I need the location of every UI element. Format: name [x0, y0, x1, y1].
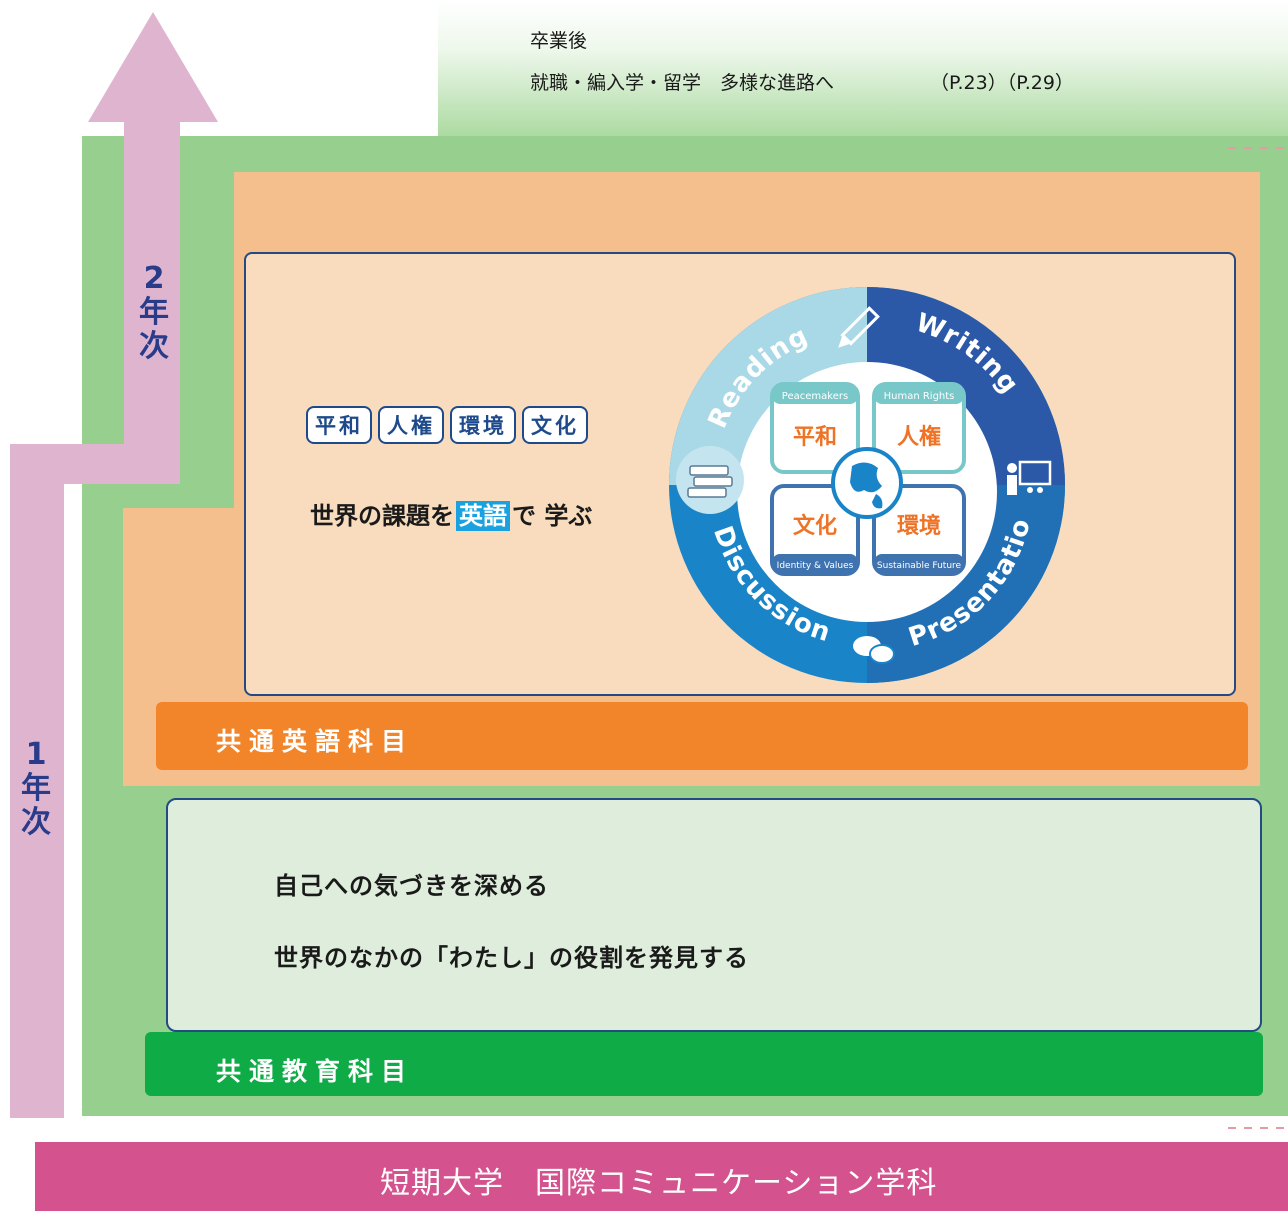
dashed-line	[1228, 147, 1288, 149]
svg-text:Human Rights: Human Rights	[884, 391, 955, 402]
year1-label: 1 年 次	[21, 737, 51, 840]
page-references: （P.23）（P.29）	[930, 72, 1074, 94]
dashed-line	[1228, 1127, 1288, 1129]
theme-tile-human-rights: Human Rights 人権	[872, 382, 966, 474]
speech-bubbles-icon	[853, 636, 895, 664]
topic-tags: 平和 人権 環境 文化	[306, 406, 588, 444]
svg-text:人権: 人権	[897, 424, 941, 450]
english-slogan: 世界の課題を英語で 学ぶ	[310, 501, 593, 531]
books-icon	[687, 465, 733, 498]
common-english-label: 共通英語科目	[216, 727, 415, 756]
common-education-bar	[145, 1032, 1263, 1096]
career-paths-text: 就職・編入学・留学 多様な進路へ	[530, 72, 835, 94]
svg-text:環境: 環境	[897, 513, 941, 539]
general-education-box	[166, 798, 1262, 1032]
svg-text:Sustainable Future: Sustainable Future	[877, 561, 962, 571]
self-awareness-line: 自己への気づきを深める	[274, 872, 549, 900]
theme-tile-culture: 文化 Identity & Values	[770, 484, 860, 576]
svg-text:Identity & Values: Identity & Values	[777, 561, 854, 571]
after-graduation-title: 卒業後	[530, 30, 588, 52]
department-banner	[35, 1142, 1288, 1211]
department-title: 短期大学 国際コミュニケーション学科	[380, 1166, 938, 1201]
after-graduation-area	[438, 0, 1288, 140]
common-english-bar	[156, 702, 1248, 770]
globe-icon	[831, 447, 903, 519]
svg-text:Peacemakers: Peacemakers	[782, 391, 848, 402]
pencil-icon	[838, 306, 880, 348]
year2-label: 2 年 次	[139, 261, 169, 364]
common-education-label: 共通教育科目	[216, 1057, 415, 1086]
theme-tile-environment: 環境 Sustainable Future	[872, 484, 966, 576]
presenter-icon	[1007, 460, 1052, 495]
year-progress-arrow	[10, 12, 218, 1118]
topic-tag: 文化	[522, 406, 588, 444]
world-role-line: 世界のなかの「わたし」の役割を発見する	[274, 944, 749, 972]
svg-text:文化: 文化	[793, 513, 837, 539]
topic-tag: 環境	[450, 406, 516, 444]
theme-tile-peace: Peacemakers 平和	[770, 382, 860, 474]
topic-tag: 人権	[378, 406, 444, 444]
skills-wheel: Reading Writing Presentation Discussion …	[662, 280, 1065, 683]
svg-text:平和: 平和	[793, 425, 837, 450]
topic-tag: 平和	[306, 406, 372, 444]
slogan-highlight: 英語	[456, 501, 510, 531]
